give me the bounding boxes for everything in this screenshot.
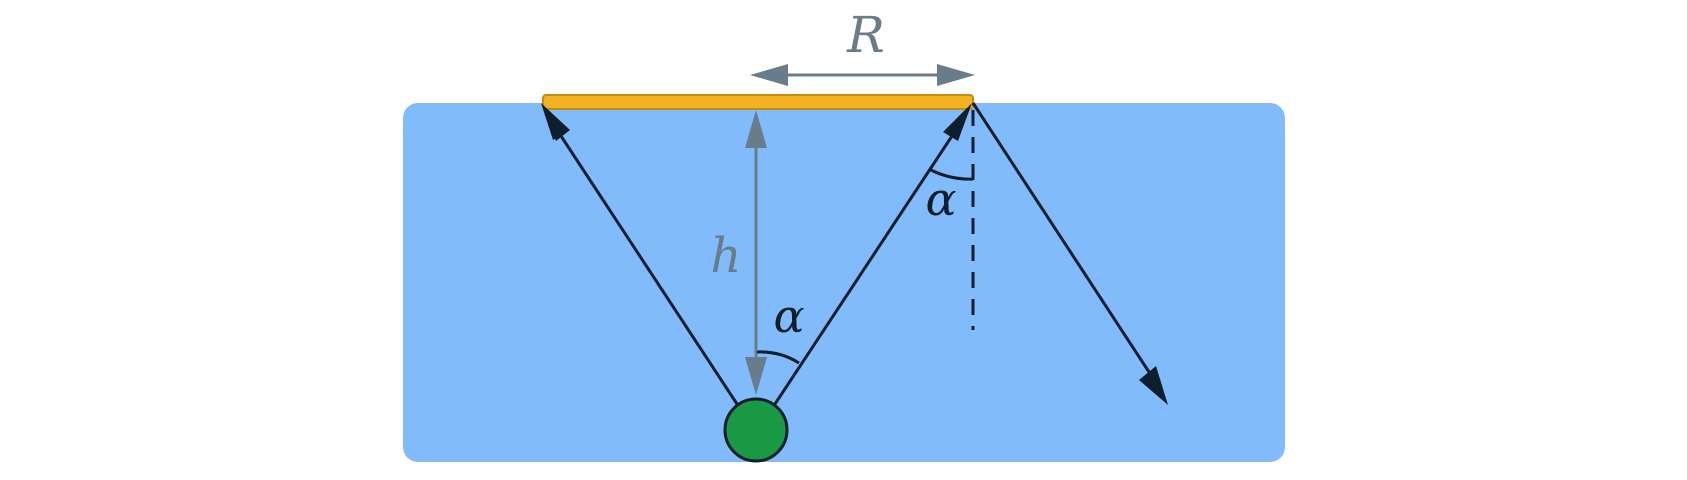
water-region [403, 103, 1285, 462]
rays [541, 102, 1168, 405]
height-arrow-up-icon [745, 110, 767, 148]
angle-arc-edge [928, 167, 974, 181]
radius-arrow-left-icon [750, 64, 788, 86]
surface-disk [542, 94, 974, 110]
height-label: h [711, 228, 742, 284]
ray-left-arrowhead-fill-icon [541, 103, 570, 141]
angle-center-label: α [773, 289, 804, 343]
light-source [723, 397, 789, 463]
height-arrow-down-icon [745, 357, 767, 395]
ray-right [773, 135, 954, 405]
radius-dimension [750, 64, 975, 86]
ray-left [559, 135, 739, 405]
ray-right-arrowhead-icon [943, 103, 972, 141]
ray-reflected-arrowhead-icon [1139, 366, 1168, 405]
ray-reflected [971, 102, 1151, 373]
radius-label: R [846, 6, 885, 64]
height-dimension [745, 110, 767, 395]
angle-arc-center [756, 350, 800, 365]
radius-arrow-right-icon [937, 64, 975, 86]
angle-edge-label: α [925, 172, 956, 226]
